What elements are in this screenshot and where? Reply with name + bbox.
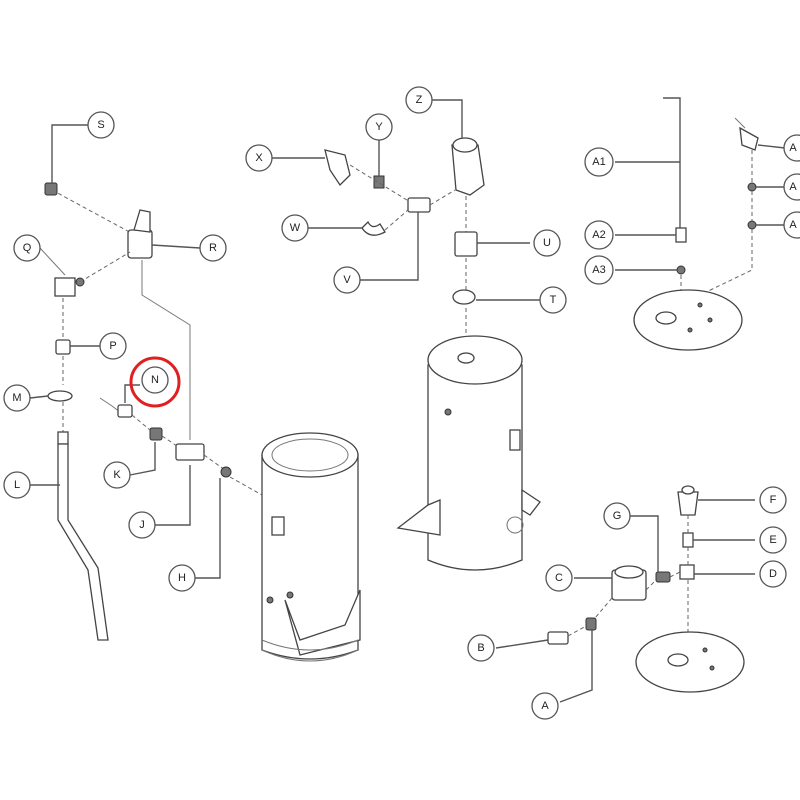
callout-label-right-edge-3: A — [789, 219, 797, 231]
callout-label-V: V — [343, 274, 351, 286]
callout-label-F: F — [770, 494, 777, 506]
callout-label-T: T — [550, 294, 557, 306]
callout-right-edge-3: A — [783, 211, 800, 239]
callout-Y: Y — [365, 113, 393, 141]
callout-label-L: L — [14, 479, 20, 491]
callout-right-edge-1: A — [783, 134, 800, 162]
callout-V: V — [333, 266, 361, 294]
right-bottom-assembly — [495, 485, 755, 703]
callout-N: N — [129, 356, 181, 408]
callout-L: L — [3, 471, 31, 499]
callout-label-H: H — [178, 572, 186, 584]
callout-label-M: M — [12, 392, 21, 404]
callout-label-R: R — [209, 242, 217, 254]
callout-A2: A2 — [584, 220, 614, 250]
callout-label-D: D — [769, 568, 777, 580]
callout-label-W: W — [290, 222, 301, 234]
callout-H: H — [168, 564, 196, 592]
callout-U: U — [533, 229, 561, 257]
callout-label-P: P — [109, 340, 116, 352]
left-tank — [261, 432, 361, 662]
callout-label-A2: A2 — [592, 229, 605, 241]
callout-Z: Z — [405, 86, 433, 114]
callout-W: W — [281, 214, 309, 242]
left-assembly — [29, 124, 263, 641]
callout-label-A: A — [541, 700, 549, 712]
highlight-ring — [129, 356, 181, 408]
callout-F: F — [759, 486, 787, 514]
callout-D: D — [759, 560, 787, 588]
callout-X: X — [245, 144, 273, 172]
callout-label-E: E — [769, 534, 776, 546]
callout-label-Z: Z — [416, 94, 423, 106]
callout-K: K — [103, 461, 131, 489]
callout-label-A3: A3 — [592, 264, 605, 276]
callout-right-edge-2: A — [783, 173, 800, 201]
callout-C: C — [545, 564, 573, 592]
callout-label-S: S — [97, 119, 104, 131]
callout-T: T — [539, 286, 567, 314]
callout-label-K: K — [113, 469, 121, 481]
callout-P: P — [99, 332, 127, 360]
callout-M: M — [3, 384, 31, 412]
callout-label-B: B — [477, 642, 484, 654]
callout-R: R — [199, 234, 227, 262]
callout-label-Y: Y — [375, 121, 383, 133]
callout-label-U: U — [543, 237, 551, 249]
callout-label-Q: Q — [23, 242, 32, 254]
callout-label-J: J — [139, 519, 145, 531]
callout-label-G: G — [613, 510, 622, 522]
callout-label-right-edge-2: A — [789, 181, 797, 193]
callout-A3: A3 — [584, 255, 614, 285]
center-tank — [396, 335, 541, 571]
callout-G: G — [603, 502, 631, 530]
center-top-assembly — [272, 99, 540, 345]
callout-Q: Q — [13, 234, 41, 262]
callout-label-A1: A1 — [592, 156, 605, 168]
callout-label-right-edge-1: A — [789, 142, 797, 154]
callout-S: S — [87, 111, 115, 139]
callout-A1: A1 — [584, 147, 614, 177]
callout-B: B — [467, 634, 495, 662]
callout-A: A — [531, 692, 559, 720]
callout-E: E — [759, 526, 787, 554]
callout-J: J — [128, 511, 156, 539]
right-top-assembly — [615, 97, 786, 351]
callout-label-N: N — [151, 374, 159, 386]
callout-label-X: X — [255, 152, 263, 164]
callout-label-C: C — [555, 572, 563, 584]
